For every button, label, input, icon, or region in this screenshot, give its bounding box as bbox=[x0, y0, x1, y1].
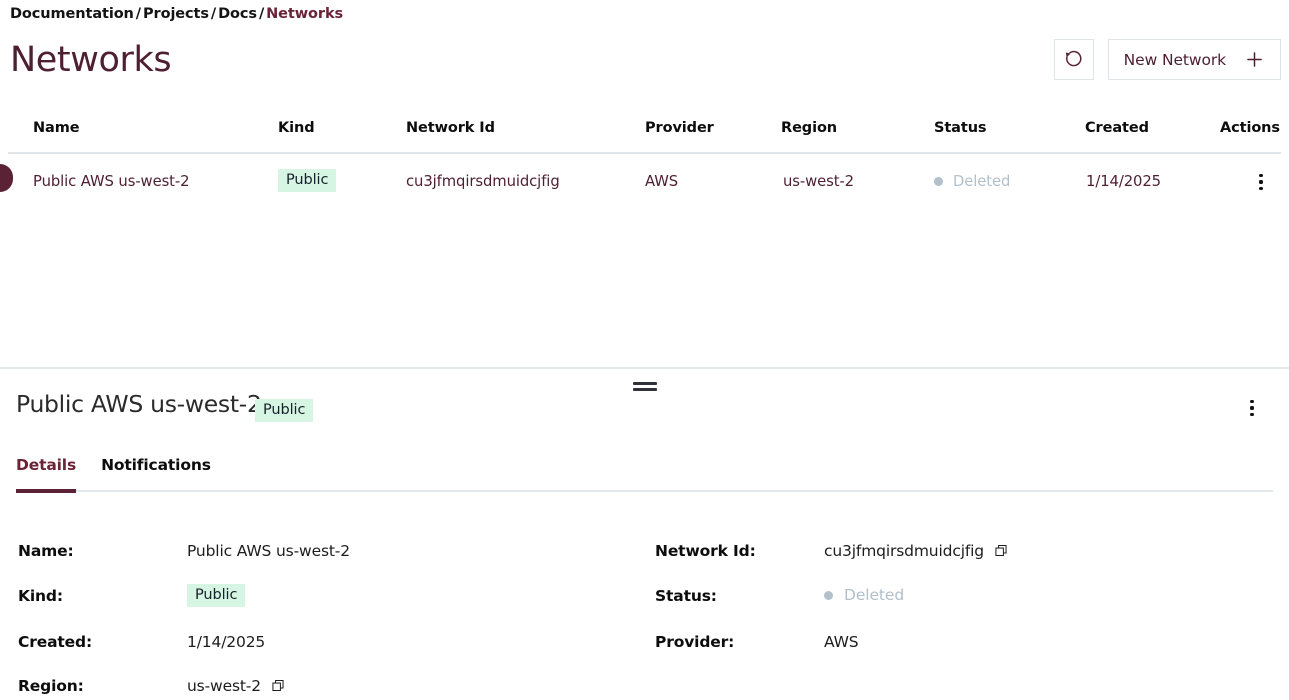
detail-header: Public AWS us-west-2 Public bbox=[0, 390, 1289, 442]
breadcrumb-item-documentation[interactable]: Documentation bbox=[10, 6, 134, 22]
field-label-name: Name: bbox=[18, 542, 74, 560]
field-value-network-id: cu3jfmqirsdmuidcjfig bbox=[824, 542, 1009, 560]
row-selected-marker bbox=[0, 164, 13, 192]
status-badge: Deleted bbox=[844, 586, 905, 604]
field-text-network-id: cu3jfmqirsdmuidcjfig bbox=[824, 542, 984, 560]
detail-actions-kebab-menu-icon[interactable] bbox=[1241, 394, 1263, 422]
detail-panel: Public AWS us-west-2 Public Details Noti… bbox=[0, 390, 1289, 700]
field-text-created: 1/14/2025 bbox=[187, 633, 266, 651]
field-kind-badge: Public bbox=[187, 584, 246, 607]
breadcrumb-separator: / bbox=[258, 6, 265, 22]
tab-details[interactable]: Details bbox=[16, 456, 76, 493]
field-value-status: Deleted bbox=[824, 586, 904, 604]
cell-network-id: cu3jfmqirsdmuidcjfig bbox=[406, 173, 560, 190]
column-header-name[interactable]: Name bbox=[33, 120, 80, 136]
detail-kind-badge-wrap: Public bbox=[255, 399, 314, 422]
panel-divider bbox=[0, 367, 1289, 369]
field-text-region: us-west-2 bbox=[187, 677, 261, 695]
field-text-provider: AWS bbox=[824, 633, 859, 651]
column-header-region[interactable]: Region bbox=[781, 120, 838, 136]
detail-tabs: Details Notifications bbox=[16, 456, 1273, 493]
header-actions: New Network bbox=[1053, 39, 1281, 80]
field-value-provider: AWS bbox=[824, 633, 859, 651]
breadcrumb-item-networks[interactable]: Networks bbox=[266, 6, 344, 22]
breadcrumb-separator: / bbox=[135, 6, 141, 22]
table-header-row: Name Kind Network Id Provider Region Sta… bbox=[8, 112, 1281, 154]
field-text-name: Public AWS us-west-2 bbox=[187, 542, 350, 560]
cell-created: 1/14/2025 bbox=[1086, 173, 1161, 190]
cell-region: us-west-2 bbox=[783, 173, 854, 190]
field-label-region: Region: bbox=[18, 677, 84, 695]
refresh-icon bbox=[1063, 49, 1084, 70]
breadcrumb-item-projects[interactable]: Projects bbox=[143, 6, 209, 22]
refresh-button[interactable] bbox=[1053, 39, 1094, 80]
field-label-network-id: Network Id: bbox=[655, 542, 756, 560]
cell-provider: AWS bbox=[645, 173, 679, 190]
field-value-region: us-west-2 bbox=[187, 677, 286, 695]
page-title: Networks bbox=[10, 40, 172, 80]
column-header-kind[interactable]: Kind bbox=[278, 120, 315, 136]
cell-name: Public AWS us-west-2 bbox=[33, 173, 190, 190]
networks-table: Name Kind Network Id Provider Region Sta… bbox=[0, 112, 1289, 210]
kind-badge: Public bbox=[278, 169, 337, 192]
copy-icon[interactable] bbox=[272, 679, 286, 693]
field-label-created: Created: bbox=[18, 633, 93, 651]
field-label-status: Status: bbox=[655, 587, 717, 605]
breadcrumb-item-docs[interactable]: Docs bbox=[218, 6, 257, 22]
field-value-name: Public AWS us-west-2 bbox=[187, 542, 350, 560]
column-header-actions: Actions bbox=[1220, 120, 1280, 136]
status-dot-icon bbox=[824, 590, 833, 600]
field-value-kind: Public bbox=[187, 584, 246, 607]
new-network-label: New Network bbox=[1123, 50, 1226, 69]
field-label-provider: Provider: bbox=[655, 633, 735, 651]
copy-icon[interactable] bbox=[995, 544, 1009, 558]
status-dot-icon bbox=[934, 177, 943, 186]
column-header-created[interactable]: Created bbox=[1085, 120, 1149, 136]
breadcrumb: Documentation/Projects/Docs/Networks bbox=[10, 6, 343, 22]
column-header-status[interactable]: Status bbox=[934, 120, 987, 136]
new-network-button[interactable]: New Network bbox=[1107, 39, 1281, 80]
cell-status: Deleted bbox=[934, 173, 1010, 190]
tab-notifications[interactable]: Notifications bbox=[101, 456, 211, 474]
table-row[interactable]: Public AWS us-west-2 Public cu3jfmqirsdm… bbox=[0, 154, 1289, 210]
plus-icon bbox=[1244, 49, 1265, 70]
row-actions-kebab-menu-icon[interactable] bbox=[1250, 168, 1272, 196]
breadcrumb-separator: / bbox=[210, 6, 217, 22]
detail-title: Public AWS us-west-2 bbox=[16, 390, 262, 418]
field-value-created: 1/14/2025 bbox=[187, 633, 265, 651]
column-header-provider[interactable]: Provider bbox=[645, 120, 714, 136]
field-label-kind: Kind: bbox=[18, 587, 63, 605]
status-badge: Deleted bbox=[953, 173, 1011, 190]
cell-kind: Public bbox=[278, 169, 337, 192]
panel-resize-handle[interactable] bbox=[632, 380, 657, 392]
column-header-network-id[interactable]: Network Id bbox=[406, 120, 495, 136]
detail-kind-badge: Public bbox=[255, 399, 314, 422]
